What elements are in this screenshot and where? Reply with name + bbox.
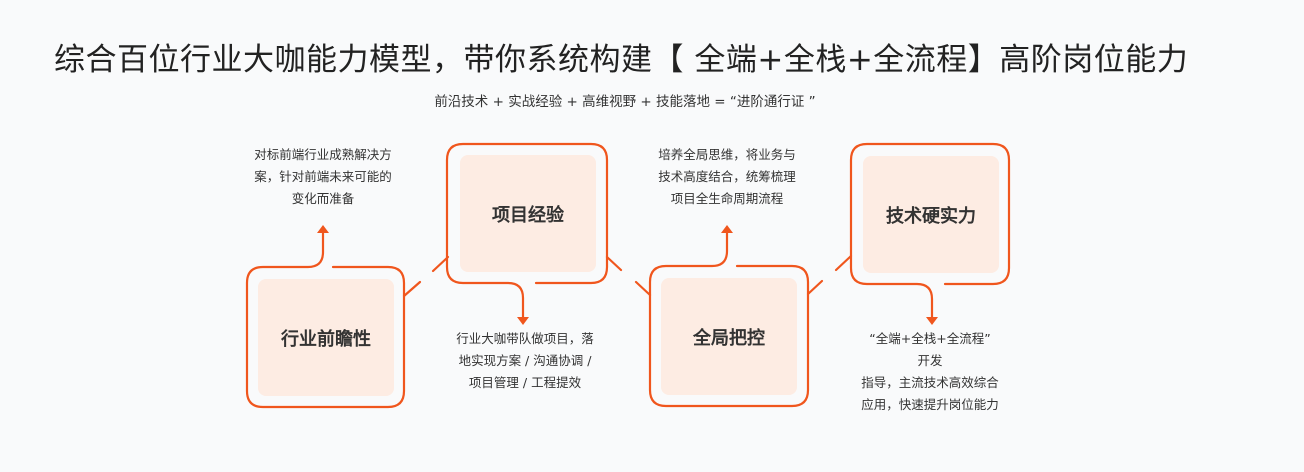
desc-line: 地实现方案 / 沟通协调 /: [458, 353, 592, 368]
node-label: 项目经验: [492, 204, 564, 226]
desc-line: 指导，主流技术高效综合: [861, 375, 999, 390]
node-industry-foresight: 行业前瞻性: [258, 279, 394, 396]
node-4-border: [849, 142, 1011, 319]
connector-2-3: [605, 255, 652, 297]
desc-line: 变化而准备: [291, 191, 355, 206]
desc-line: 开发: [917, 353, 943, 368]
node-label: 全局把控: [693, 327, 765, 349]
page-subtitle: 前沿技术 + 实战经验 + 高维视野 + 技能落地 = “进阶通行证 ”: [434, 94, 816, 110]
node-3-border: [648, 230, 810, 408]
node-1-description: 对标前端行业成熟解决方 案，针对前端未来可能的 变化而准备: [228, 144, 418, 210]
desc-line: 应用，快速提升岗位能力: [861, 397, 999, 412]
arrow-down-icon: [517, 317, 529, 325]
connector-3-4: [806, 254, 853, 296]
node-project-experience: 项目经验: [460, 155, 596, 272]
node-label: 行业前瞻性: [281, 328, 371, 350]
desc-line: 项目全生命周期流程: [670, 191, 784, 206]
node-4-description: “全端+全栈+全流程” 开发 指导，主流技术高效综合 应用，快速提升岗位能力: [835, 328, 1025, 416]
node-3-description: 培养全局思维，将业务与 技术高度结合，统筹梳理 项目全生命周期流程: [632, 144, 822, 210]
arrow-up-icon: [317, 225, 329, 233]
desc-line: 行业大咖带队做项目，落: [456, 331, 594, 346]
desc-line: “全端+全栈+全流程”: [869, 331, 991, 346]
node-1-border: [245, 230, 406, 409]
node-2-border: [445, 142, 609, 319]
desc-line: 案，针对前端未来可能的: [254, 169, 392, 184]
desc-line: 技术高度结合，统筹梳理: [658, 169, 796, 184]
desc-line: 培养全局思维，将业务与: [658, 147, 796, 162]
desc-line: 对标前端行业成熟解决方: [254, 147, 392, 162]
node-global-control: 全局把控: [661, 278, 797, 395]
connector-1-2: [402, 255, 450, 298]
page-title: 综合百位行业大咖能力模型，带你系统构建【 全端+全栈+全流程】高阶岗位能力: [54, 42, 1189, 78]
arrow-down-icon: [926, 317, 938, 325]
node-2-description: 行业大咖带队做项目，落 地实现方案 / 沟通协调 / 项目管理 / 工程提效: [430, 328, 620, 394]
node-label: 技术硬实力: [886, 205, 976, 227]
node-tech-strength: 技术硬实力: [863, 156, 999, 273]
arrow-up-icon: [721, 225, 733, 233]
desc-line: 项目管理 / 工程提效: [468, 375, 582, 390]
